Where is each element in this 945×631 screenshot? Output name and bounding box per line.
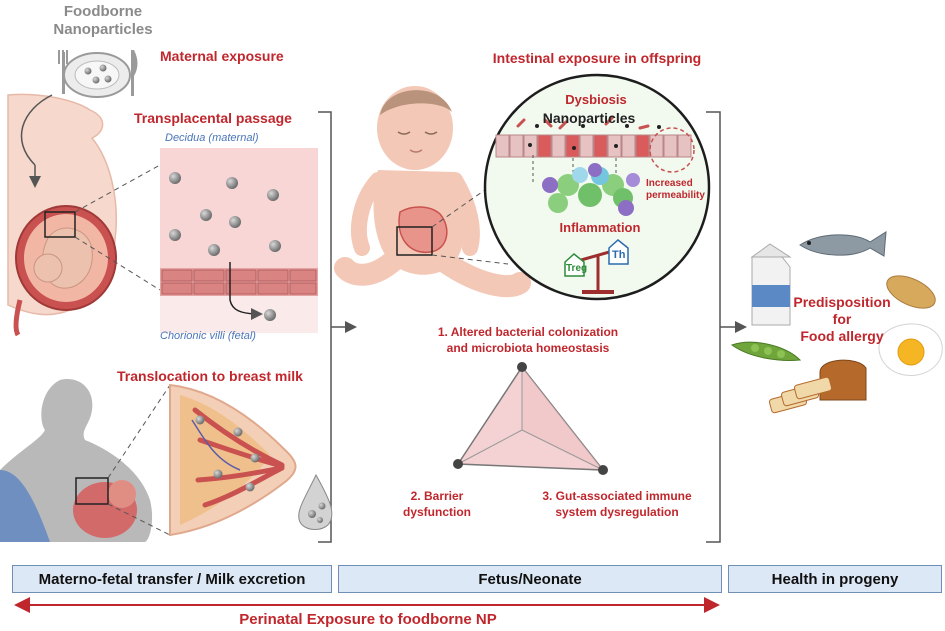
egg-icon	[878, 323, 943, 376]
perinatal-exposure-label: Perinatal Exposure to foodborne NP	[239, 611, 497, 628]
milk-carton-icon	[750, 243, 792, 326]
band-health-progeny: Health in progeny	[728, 565, 942, 593]
peapod-icon	[730, 341, 802, 361]
placenta-zoom-box	[44, 211, 76, 238]
mechanism-1-label: 1. Altered bacterial colonization and mi…	[438, 324, 618, 356]
fork-icon	[58, 50, 68, 94]
chorionic-villi-label: Chorionic villi (fetal)	[160, 330, 256, 342]
breast-zoom-box	[75, 477, 109, 505]
fish-icon	[799, 231, 887, 257]
inflammation-label: Inflammation	[559, 220, 641, 235]
left-bracket	[318, 111, 332, 543]
intestine-zoom-box	[396, 226, 433, 256]
increased-permeability-label: Increased permeability	[646, 178, 705, 202]
source-line1: Foodborne	[63, 3, 143, 20]
increased-text: Increased	[646, 178, 693, 189]
mechanism-3-line1: 3. Gut-associated immune	[542, 489, 692, 503]
plate-icon	[63, 52, 131, 98]
bread-icon	[768, 359, 867, 414]
breast-cross-section	[169, 383, 297, 537]
treg-label: Treg	[566, 263, 588, 274]
mechanism-2-line2: dysfunction	[403, 505, 471, 519]
mechanism-3-label: 3. Gut-associated immune system dysregul…	[542, 488, 691, 520]
th-label: Th	[612, 249, 626, 261]
mechanism-1-line1: 1. Altered bacterial colonization	[437, 325, 619, 339]
transplacental-passage-label: Transplacental passage	[134, 110, 292, 126]
mechanism-1-line2: and microbiota homeostasis	[446, 341, 610, 355]
dysbiosis-label: Dysbiosis	[565, 92, 627, 107]
band-fetus-neonate: Fetus/Neonate	[338, 565, 722, 593]
outcome-label: Predisposition for Food allergy	[793, 294, 890, 345]
peanut-icon	[886, 275, 936, 309]
knife-icon	[131, 50, 138, 96]
nanoparticles-label: Nanoparticles	[542, 110, 636, 126]
mechanism-3-line2: system dysregulation	[555, 505, 679, 519]
outcome-line1: Predisposition	[793, 294, 891, 310]
permeability-text: permeability	[646, 190, 705, 201]
source-label: Foodborne Nanoparticles	[53, 3, 152, 39]
milk-drop-icon	[298, 473, 333, 530]
mechanism-2-label: 2. Barrier dysfunction	[403, 488, 471, 520]
outcome-line2: for	[832, 311, 852, 327]
decidua-label: Decidua (maternal)	[165, 132, 259, 144]
translocation-label: Translocation to breast milk	[117, 368, 303, 384]
intestinal-inset	[483, 73, 711, 301]
source-line2: Nanoparticles	[53, 21, 153, 38]
placenta-inset	[160, 148, 318, 333]
band-materno-fetal: Materno-fetal transfer / Milk excretion	[12, 565, 332, 593]
mechanism-2-line1: 2. Barrier	[410, 489, 464, 503]
intestinal-exposure-title: Intestinal exposure in offspring	[492, 50, 702, 66]
outcome-line3: Food allergy	[800, 328, 884, 344]
maternal-exposure-label: Maternal exposure	[160, 48, 284, 64]
mechanisms-triangle	[453, 362, 608, 475]
